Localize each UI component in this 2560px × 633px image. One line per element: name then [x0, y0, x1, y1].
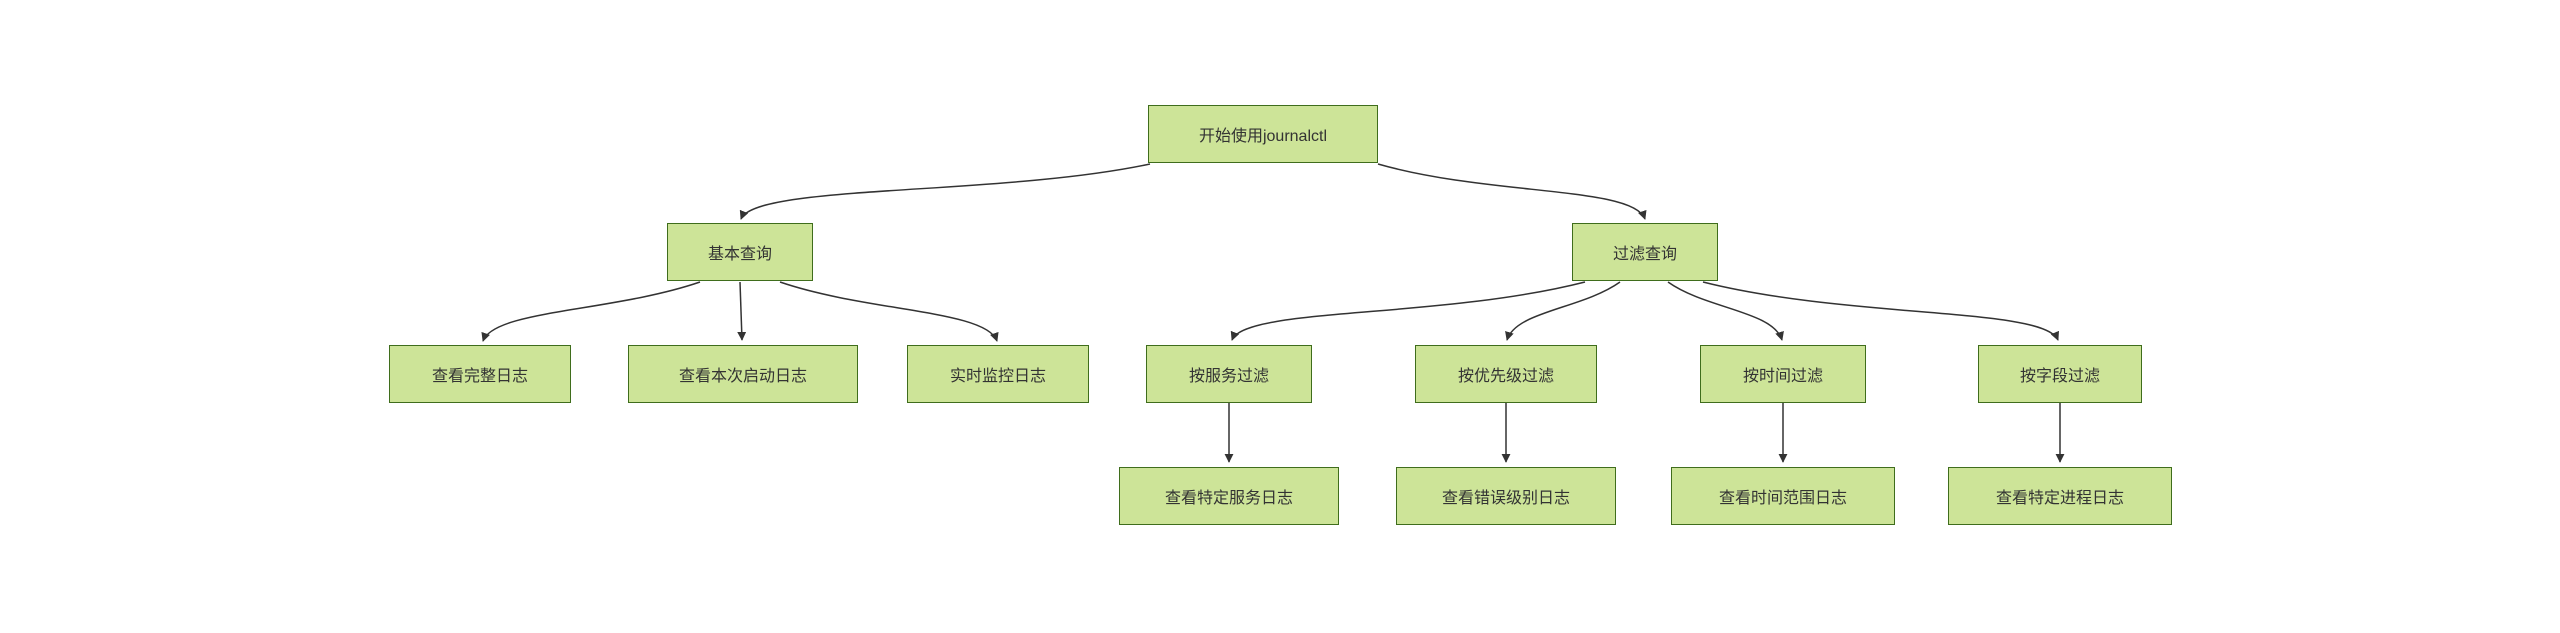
node-label: 基本查询 — [707, 246, 772, 263]
node-label: 按服务过滤 — [1188, 368, 1269, 385]
edge-root-filter — [1377, 163, 1647, 220]
node-label: 按字段过滤 — [2019, 368, 2100, 385]
edge-root-basic — [739, 163, 1151, 220]
node-label: 查看时间范围日志 — [1718, 490, 1847, 507]
edge-basic-boot-log — [737, 281, 747, 341]
node-view-time-range-log: 查看时间范围日志 — [1671, 467, 1895, 525]
node-start-journalctl: 开始使用journalctl — [1148, 105, 1378, 163]
node-view-full-log: 查看完整日志 — [389, 345, 571, 403]
node-label: 查看本次启动日志 — [678, 368, 807, 385]
node-label: 开始使用journalctl — [1198, 128, 1328, 145]
edge-filter-by-field — [1702, 281, 2059, 341]
node-view-error-level-log: 查看错误级别日志 — [1396, 467, 1616, 525]
node-view-specific-process-log: 查看特定进程日志 — [1948, 467, 2172, 525]
node-filter-by-priority: 按优先级过滤 — [1415, 345, 1597, 403]
node-label: 按时间过滤 — [1742, 368, 1823, 385]
edge-filter-by-time — [1667, 281, 1784, 341]
edge-basic-realtime-log — [779, 281, 999, 342]
node-label: 实时监控日志 — [949, 368, 1046, 385]
node-filter-by-time: 按时间过滤 — [1700, 345, 1866, 403]
node-label: 查看错误级别日志 — [1441, 490, 1570, 507]
node-label: 查看特定进程日志 — [1995, 490, 2124, 507]
node-filter-query: 过滤查询 — [1572, 223, 1718, 281]
node-label: 按优先级过滤 — [1457, 368, 1554, 385]
edge-basic-full-log — [481, 281, 701, 342]
edge-filter-by-priority — [1505, 281, 1621, 341]
node-filter-by-field: 按字段过滤 — [1978, 345, 2142, 403]
edge-filter-by-service — [1230, 281, 1586, 341]
node-label: 查看特定服务日志 — [1164, 490, 1293, 507]
node-view-boot-log: 查看本次启动日志 — [628, 345, 858, 403]
node-realtime-monitor-log: 实时监控日志 — [907, 345, 1089, 403]
node-label: 过滤查询 — [1612, 246, 1677, 263]
node-basic-query: 基本查询 — [667, 223, 813, 281]
node-filter-by-service: 按服务过滤 — [1146, 345, 1312, 403]
node-label: 查看完整日志 — [431, 368, 528, 385]
node-view-specific-service-log: 查看特定服务日志 — [1119, 467, 1339, 525]
